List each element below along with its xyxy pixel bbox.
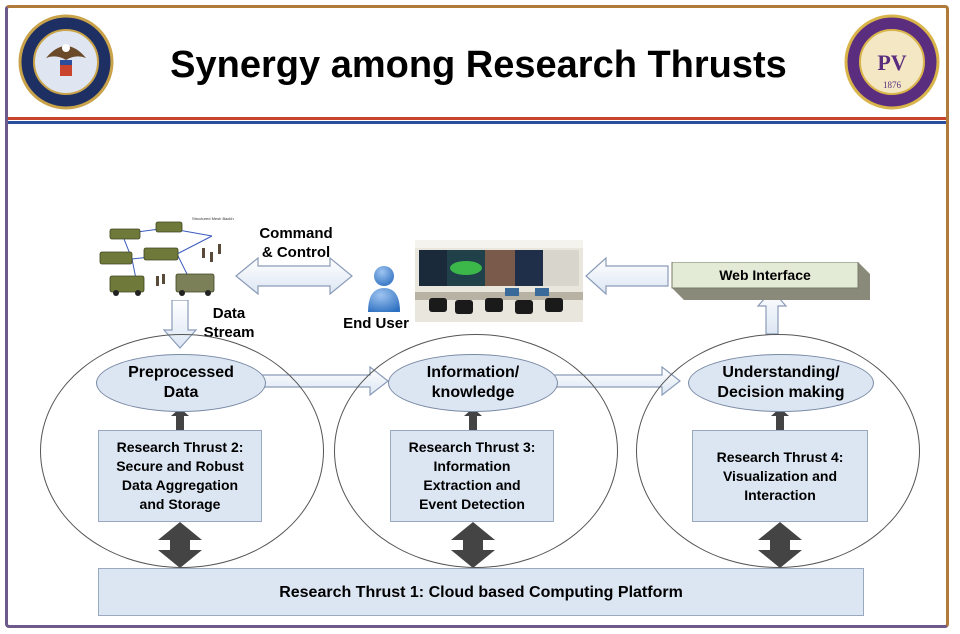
node-information-knowledge: Information/ knowledge	[388, 354, 558, 412]
web-interface-box-shape	[671, 262, 870, 300]
command-control-arrow	[235, 256, 353, 296]
slide-frame	[5, 5, 949, 628]
thrust-2-label: Research Thrust 2: Secure and Robust Dat…	[116, 439, 244, 512]
node-information-label: Information/ knowledge	[426, 364, 520, 401]
node-preprocessed-data: Preprocessed Data	[96, 354, 266, 412]
research-thrust-3-box: Research Thrust 3: Information Extractio…	[390, 430, 554, 522]
header-rule-blue	[8, 121, 946, 124]
node-understanding: Understanding/ Decision making	[688, 354, 874, 412]
node-understanding-label: Understanding/ Decision making	[717, 364, 845, 401]
svg-text:1876: 1876	[883, 80, 902, 90]
ellipse-thrust3-region	[334, 334, 618, 568]
thrust-3-label: Research Thrust 3: Information Extractio…	[408, 439, 536, 512]
person-icon	[368, 266, 400, 312]
end-user-label: End User	[343, 315, 409, 332]
ellipse-thrust2-region	[40, 334, 324, 568]
thrust-1-label: Research Thrust 1: Cloud based Computing…	[279, 583, 683, 601]
page-title: Synergy among Research Thrusts	[170, 44, 787, 86]
command-control-label: Command & Control	[259, 225, 333, 261]
military-vehicles-image: Structured Mesh Backhaul	[92, 214, 234, 300]
research-thrust-2-box: Research Thrust 2: Secure and Robust Dat…	[98, 430, 262, 522]
research-thrust-4-box: Research Thrust 4: Visualization and Int…	[692, 430, 868, 522]
node-preprocessed-label: Preprocessed Data	[128, 364, 234, 401]
thrust-4-label: Research Thrust 4: Visualization and Int…	[716, 448, 844, 503]
svg-text:PV: PV	[877, 50, 906, 75]
svg-text:Structured Mesh Backhaul: Structured Mesh Backhaul	[192, 216, 234, 221]
pvamu-seal-icon: PV 1876	[844, 14, 940, 110]
slide-header: Synergy among Research Thrusts PV 1876	[8, 8, 949, 116]
arrow-web-to-control-room	[585, 256, 669, 296]
ellipse-thrust4-region	[636, 334, 920, 568]
control-room-image	[415, 240, 583, 322]
research-thrust-1-platform: Research Thrust 1: Cloud based Computing…	[98, 568, 864, 616]
web-interface-label[interactable]: Web Interface	[719, 267, 811, 283]
header-rule-red	[8, 117, 946, 120]
dod-seal-icon	[18, 14, 114, 110]
